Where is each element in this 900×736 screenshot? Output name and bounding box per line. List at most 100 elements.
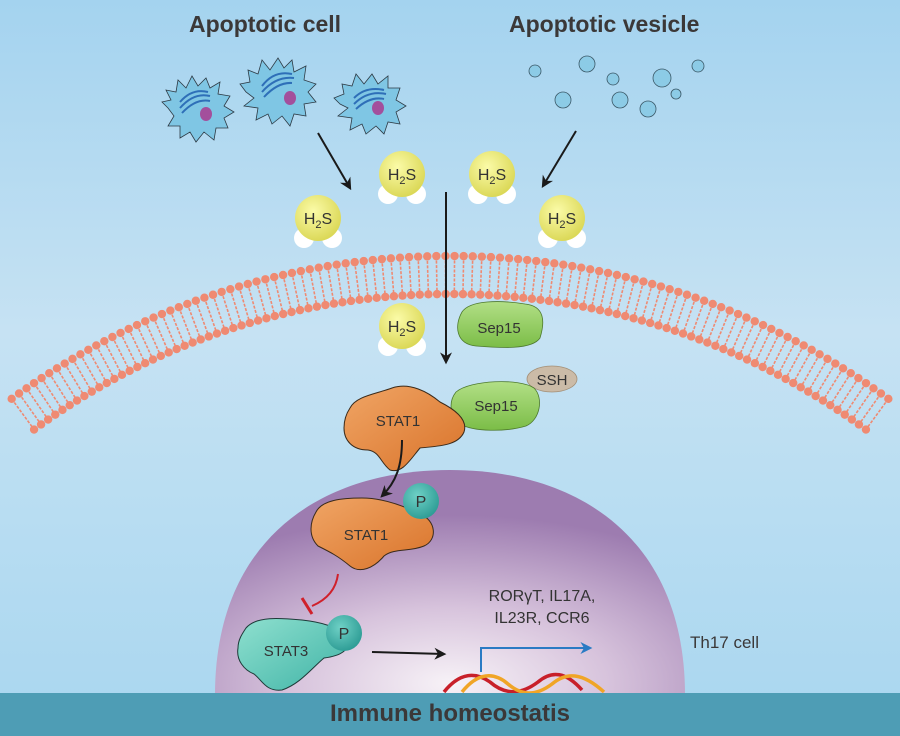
phospholipid [60,359,89,401]
vesicle [611,91,629,109]
phospholipid [654,284,674,330]
h2s-label: H2S [388,319,416,339]
phospholipid [629,277,648,323]
phospholipid [727,313,751,357]
sep15-label: Sep15 [477,320,520,337]
phospholipid [695,299,717,344]
phospholipid [37,373,67,415]
phospholipid [261,275,280,321]
phosphate-label: P [339,626,350,643]
phospholipid [773,336,800,380]
phospholipid [7,394,39,434]
phospholipid [183,299,205,344]
phospholipid [287,268,305,315]
phospholipid [818,364,848,405]
phospholipid [52,364,82,405]
vesicle [554,91,572,109]
phospholipid [108,332,134,376]
h2s-molecule: H2S [468,151,516,204]
phospholipid [703,302,726,347]
sep15-bound-label: Sep15 [474,398,517,415]
phospholipid [458,251,468,299]
stat1-label: STAT1 [376,413,420,430]
phospholipid [404,252,416,300]
phospho-stat1-label: STAT1 [344,527,388,544]
sulfur-atom [379,303,425,349]
phospholipid [711,306,734,350]
phospholipid [766,332,792,376]
phospholipid [544,259,559,306]
footer-bar [0,693,900,736]
apoptotic-cell-title: Apoptotic cell [189,11,342,37]
phospholipid [341,259,356,306]
phospholipid [305,265,322,311]
phospholipid [149,313,173,357]
phospholipid [350,257,364,305]
vesicle [578,55,596,73]
phospholipid [217,287,238,333]
arrow-from-apoptotic-vesicles [541,130,577,189]
phospholipid [561,261,577,308]
phospholipid [22,384,53,424]
stat1-protein: STAT1 [343,385,466,472]
phospholipid [781,341,808,384]
phospholipid [501,254,514,301]
phospholipid [789,345,816,388]
phospholipid [92,341,119,384]
phospholipid [76,350,104,392]
phospholipid [686,296,709,341]
phospholipid [386,254,399,301]
phospholipid [719,309,743,354]
apoptotic-cell-2 [239,57,317,127]
h2s-label: H2S [478,167,506,187]
phospholipid [553,260,568,307]
vesicle [691,59,705,73]
phospholipid [14,389,46,429]
apoptotic-cells [161,57,407,143]
phospholipid [377,254,390,302]
phospholipid [116,328,142,372]
vesicle [528,64,542,78]
arrow-stat3-to-genes [371,647,447,660]
phospholipid [510,254,523,302]
apoptotic-vesicle-title: Apoptotic vesicle [509,11,700,37]
phospholipid [157,309,181,354]
phospholipid [826,368,855,410]
phospholipid [758,328,784,372]
phospholipid [141,317,166,361]
phosphate-group [326,615,362,651]
phospholipid [678,293,700,338]
dna-helix [442,672,606,695]
phosphate-label: P [416,494,427,511]
phospholipid [847,384,878,424]
phospholipid [191,296,214,341]
transcription-start-arrow [480,642,593,672]
sep15-protein: Sep15 [457,301,544,348]
phospholipid [432,251,442,299]
phospholipid [595,268,613,315]
phospholipid [612,272,630,319]
phospholipid [536,257,550,305]
phospholipid [29,378,60,419]
phospholipid [323,261,339,308]
target-genes-line2: IL23R, CCR6 [494,610,589,627]
phospholipid [467,252,477,299]
arrow-stat1-phosphorylation [380,439,403,498]
phospholipid [637,279,657,325]
phospholipid [854,389,886,429]
vesicle [639,100,657,118]
phospholipid [413,252,424,299]
th17-cell-label: Th17 cell [690,633,759,652]
ssh-label: SSH [537,372,568,389]
arrow-from-apoptotic-cells [317,132,352,191]
phospholipid [796,350,824,392]
h2s-molecule: H2S [538,195,586,248]
h2s-molecule: H2S [378,151,426,204]
inhibition-bar [300,597,314,615]
phospholipid [484,252,496,300]
phospholipid [84,345,111,388]
footer-label: Immune homeostatis [329,700,571,727]
vesicle [606,72,620,86]
phospholipid [587,266,604,313]
h2s-molecule: H2S [294,195,342,248]
